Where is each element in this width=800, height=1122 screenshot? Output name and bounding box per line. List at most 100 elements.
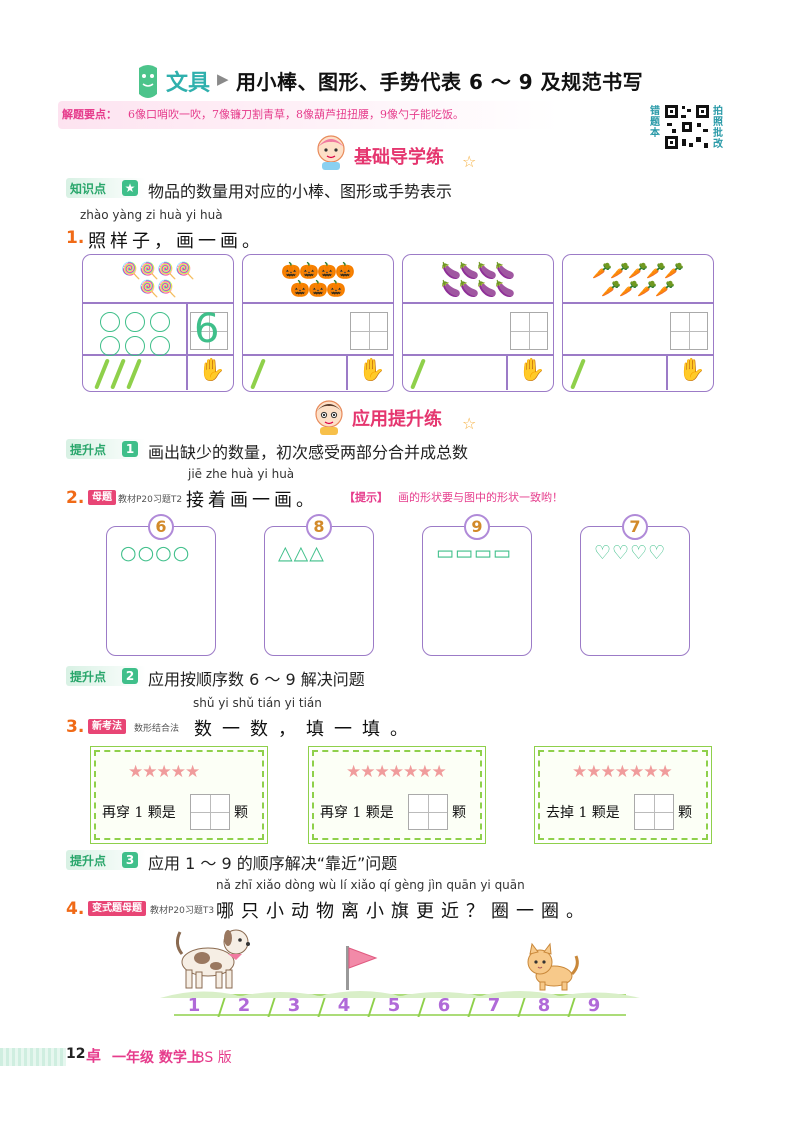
number-line-cell[interactable]: 5 — [387, 995, 401, 1016]
q2-badge: 母题 — [88, 490, 116, 505]
q2-target-number: 7 — [622, 514, 648, 540]
dog-icon[interactable] — [172, 924, 254, 990]
q2-drawing-box[interactable] — [422, 526, 532, 656]
grid-line-h — [351, 331, 387, 332]
writing-grid[interactable] — [190, 312, 228, 350]
carrot-icon: 🥕 — [592, 261, 612, 280]
pumpkin-icon: 🎃 — [290, 279, 310, 298]
circle-shape — [150, 336, 170, 356]
q3-pinyin: shǔ yi shǔ tián yi tián — [193, 696, 322, 710]
writing-grid[interactable] — [670, 312, 708, 350]
circle-icon: ○○○○ — [120, 542, 191, 564]
footer-edition: BS 版 — [195, 1050, 232, 1066]
divider — [186, 354, 188, 390]
number-line-cell[interactable]: 7 — [487, 995, 501, 1016]
grid-line-h — [409, 812, 447, 813]
star-icon: ☆ — [462, 414, 477, 433]
footer-grade-subject: 一年级 数学上 — [112, 1050, 201, 1066]
q2-pinyin: jiē zhe huà yi huà — [188, 467, 295, 481]
hand-gesture-icon: ✋ — [198, 358, 226, 383]
number-line-cell[interactable]: 3 — [287, 995, 301, 1016]
lollipop-icon: 🍭 — [175, 261, 195, 280]
section-name: 文具 — [166, 71, 211, 96]
number-line-cell[interactable]: 9 — [587, 995, 601, 1016]
q3-prefix: 再穿 1 颗是 — [102, 805, 176, 821]
pencil-mascot-icon — [139, 65, 157, 98]
tips-bar — [58, 101, 648, 129]
q2-hint-label: 【提示】 — [344, 491, 388, 504]
pumpkin-icon: 🎃 — [308, 279, 328, 298]
qr-label-photo-correct: 拍照批改 — [713, 106, 723, 150]
brand-logo: 卓 — [86, 1047, 102, 1065]
star-string-icon: ★★★★★★★ — [572, 762, 673, 782]
star-string-icon: ★★★★★ — [128, 762, 200, 782]
divider — [242, 354, 394, 356]
cat-icon[interactable] — [522, 942, 582, 992]
hand-gesture-icon: ✋ — [518, 358, 546, 383]
writing-grid[interactable] — [350, 312, 388, 350]
improve-point-text: 画出缺少的数量，初次感受两部分合并成总数 — [148, 443, 469, 462]
girl-mascot-icon — [317, 135, 345, 170]
q3-badge: 新考法 — [88, 719, 126, 734]
grid-line-h — [511, 331, 547, 332]
circle-shape — [150, 312, 170, 332]
q2-target-number: 9 — [464, 514, 490, 540]
q2-number: 2. — [66, 488, 85, 508]
flag-icon[interactable] — [340, 944, 380, 992]
carrot-icon: 🥕 — [655, 279, 675, 298]
lollipop-icon: 🍭 — [157, 261, 177, 280]
example-digit: 6 — [194, 306, 220, 352]
eggplant-icon: 🍆 — [495, 279, 515, 298]
improve-point-number: 1 — [122, 441, 138, 457]
number-line-cell[interactable]: 8 — [537, 995, 551, 1016]
number-line-cell[interactable]: 2 — [237, 995, 251, 1016]
number-line-cell[interactable]: 4 — [337, 995, 351, 1016]
divider — [242, 302, 394, 304]
q1-question-text: 照样子，画一画。 — [88, 231, 264, 252]
q3-suffix: 颗 — [234, 805, 248, 821]
tips-label: 解题要点： — [62, 108, 117, 121]
knowledge-point-star-icon: ★ — [122, 180, 138, 196]
knowledge-point-text: 物品的数量用对应的小棒、图形或手势表示 — [148, 182, 453, 201]
pumpkin-icon: 🎃 — [335, 261, 355, 280]
divider — [82, 302, 234, 304]
q3-suffix: 颗 — [452, 805, 466, 821]
q2-target-number: 6 — [148, 514, 174, 540]
star-string-icon: ★★★★★★★ — [346, 762, 447, 782]
rectangle-icon: ▭▭▭▭ — [436, 542, 512, 564]
answer-grid[interactable] — [190, 794, 230, 830]
divider — [186, 302, 188, 354]
circle-shape — [100, 312, 120, 332]
boy-mascot-icon — [315, 400, 343, 435]
eggplant-icon: 🍆 — [441, 279, 461, 298]
q3-prefix: 再穿 1 颗是 — [320, 805, 394, 821]
q3-suffix: 颗 — [678, 805, 692, 821]
divider — [402, 354, 554, 356]
q4-pinyin: nǎ zhī xiǎo dòng wù lí xiǎo qí gèng jìn … — [216, 878, 525, 892]
q3-card — [308, 746, 486, 844]
carrot-icon: 🥕 — [610, 261, 630, 280]
answer-grid[interactable] — [408, 794, 448, 830]
divider — [402, 302, 554, 304]
improve-point-label: 提升点 — [70, 854, 107, 868]
carrot-icon: 🥕 — [646, 261, 666, 280]
pumpkin-icon: 🎃 — [281, 261, 301, 280]
q1-number: 1. — [66, 228, 85, 248]
improve-point-label: 提升点 — [70, 443, 107, 457]
grid-line-h — [191, 331, 227, 332]
q2-drawing-box[interactable] — [264, 526, 374, 656]
writing-grid[interactable] — [510, 312, 548, 350]
q2-drawing-box[interactable] — [106, 526, 216, 656]
carrot-icon: 🥕 — [628, 261, 648, 280]
q3-number: 3. — [66, 717, 85, 737]
knowledge-point-label: 知识点 — [70, 182, 107, 196]
pumpkin-icon: 🎃 — [326, 279, 346, 298]
qr-code-icon[interactable] — [663, 103, 711, 151]
number-line-cell[interactable]: 6 — [437, 995, 451, 1016]
answer-grid[interactable] — [634, 794, 674, 830]
eggplant-icon: 🍆 — [477, 279, 497, 298]
grid-line-h — [635, 812, 673, 813]
number-line-cell[interactable]: 1 — [187, 995, 201, 1016]
divider — [506, 354, 508, 390]
q3-card — [90, 746, 268, 844]
